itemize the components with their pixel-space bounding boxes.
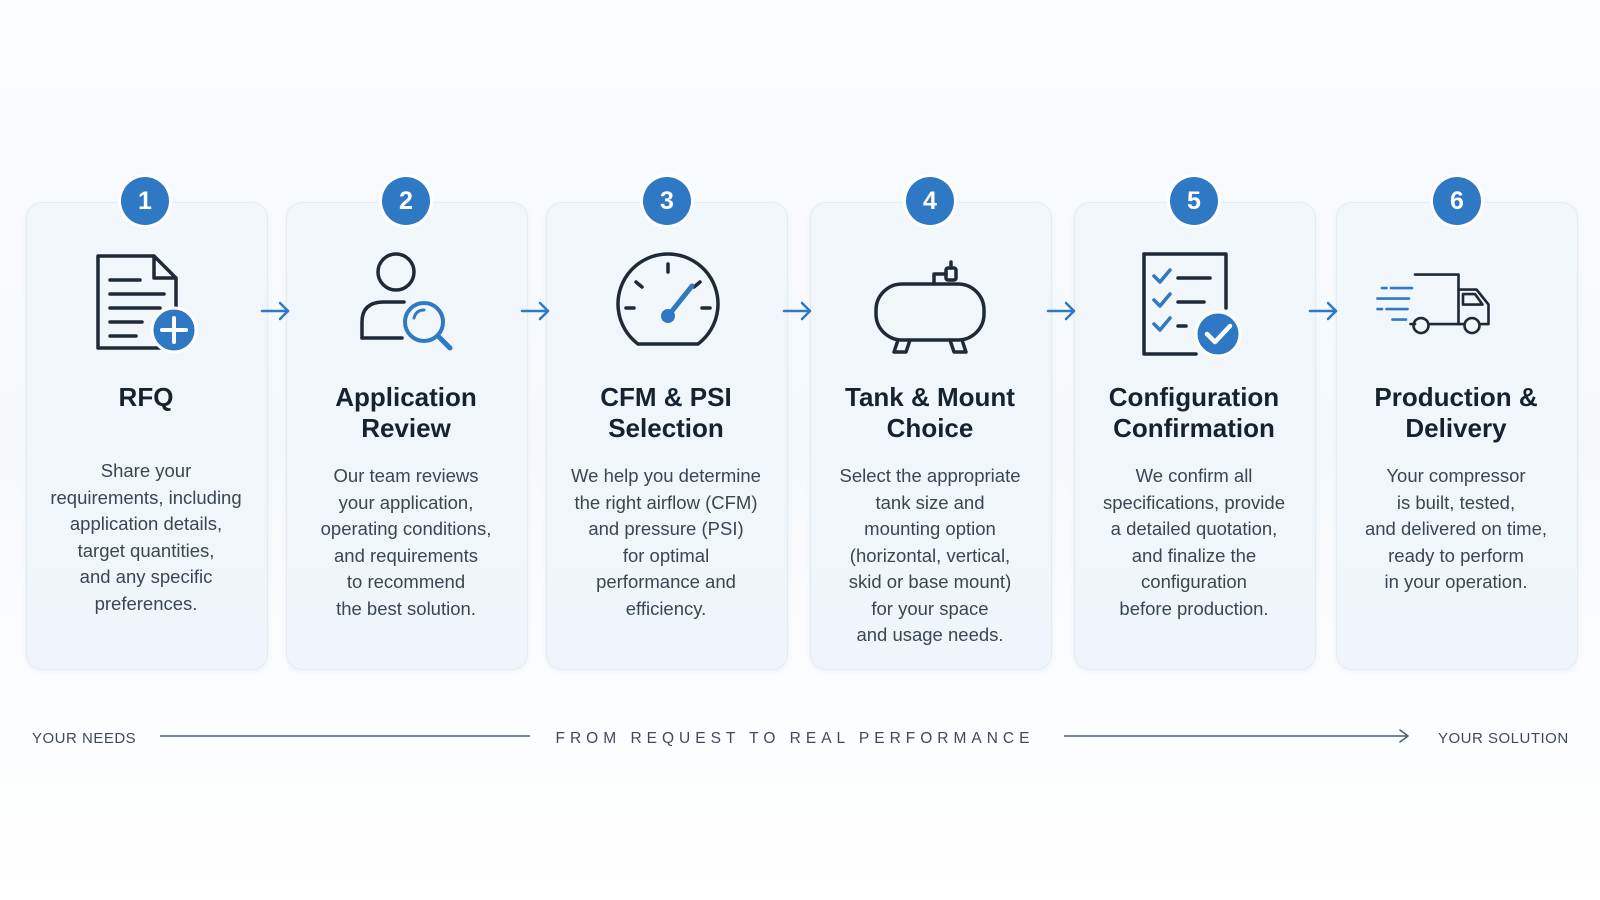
step-card-configuration (1074, 202, 1316, 670)
step-number-badge: 5 (1170, 177, 1218, 225)
step-card-application-review (286, 202, 528, 670)
footer-left-label: YOUR NEEDS (32, 730, 137, 747)
arrow-right-icon (1046, 301, 1076, 321)
person-magnifier-icon (360, 252, 453, 351)
footer-center-label: FROM REQUEST TO REAL PERFORMANCE (555, 730, 1035, 747)
step-card-production-delivery (1336, 202, 1578, 670)
footer-arrow-line (1064, 729, 1409, 743)
footer-right-label: YOUR SOLUTION (1438, 730, 1569, 747)
step-number-badge: 3 (643, 177, 691, 225)
step-card-cfm-psi (546, 202, 788, 670)
step-card-rfq (26, 202, 268, 670)
step-title: Production &Delivery (1374, 382, 1538, 443)
arrow-right-icon (520, 301, 550, 321)
arrow-right-icon (1308, 301, 1338, 321)
delivery-truck-icon (1376, 273, 1490, 335)
air-tank-icon (874, 260, 986, 354)
footer-line-left (160, 735, 530, 737)
rfq-document-plus-icon (96, 254, 198, 354)
step-number-badge: 1 (121, 177, 169, 225)
pressure-gauge-icon (616, 252, 720, 346)
arrow-right-icon (260, 301, 290, 321)
arrow-right-icon (782, 301, 812, 321)
step-number-badge: 6 (1433, 177, 1481, 225)
step-title: RFQ (118, 382, 174, 412)
step-number-badge: 2 (382, 177, 430, 225)
checklist-check-icon (1142, 252, 1242, 358)
step-card-tank-mount (810, 202, 1052, 670)
step-number-badge: 4 (906, 177, 954, 225)
